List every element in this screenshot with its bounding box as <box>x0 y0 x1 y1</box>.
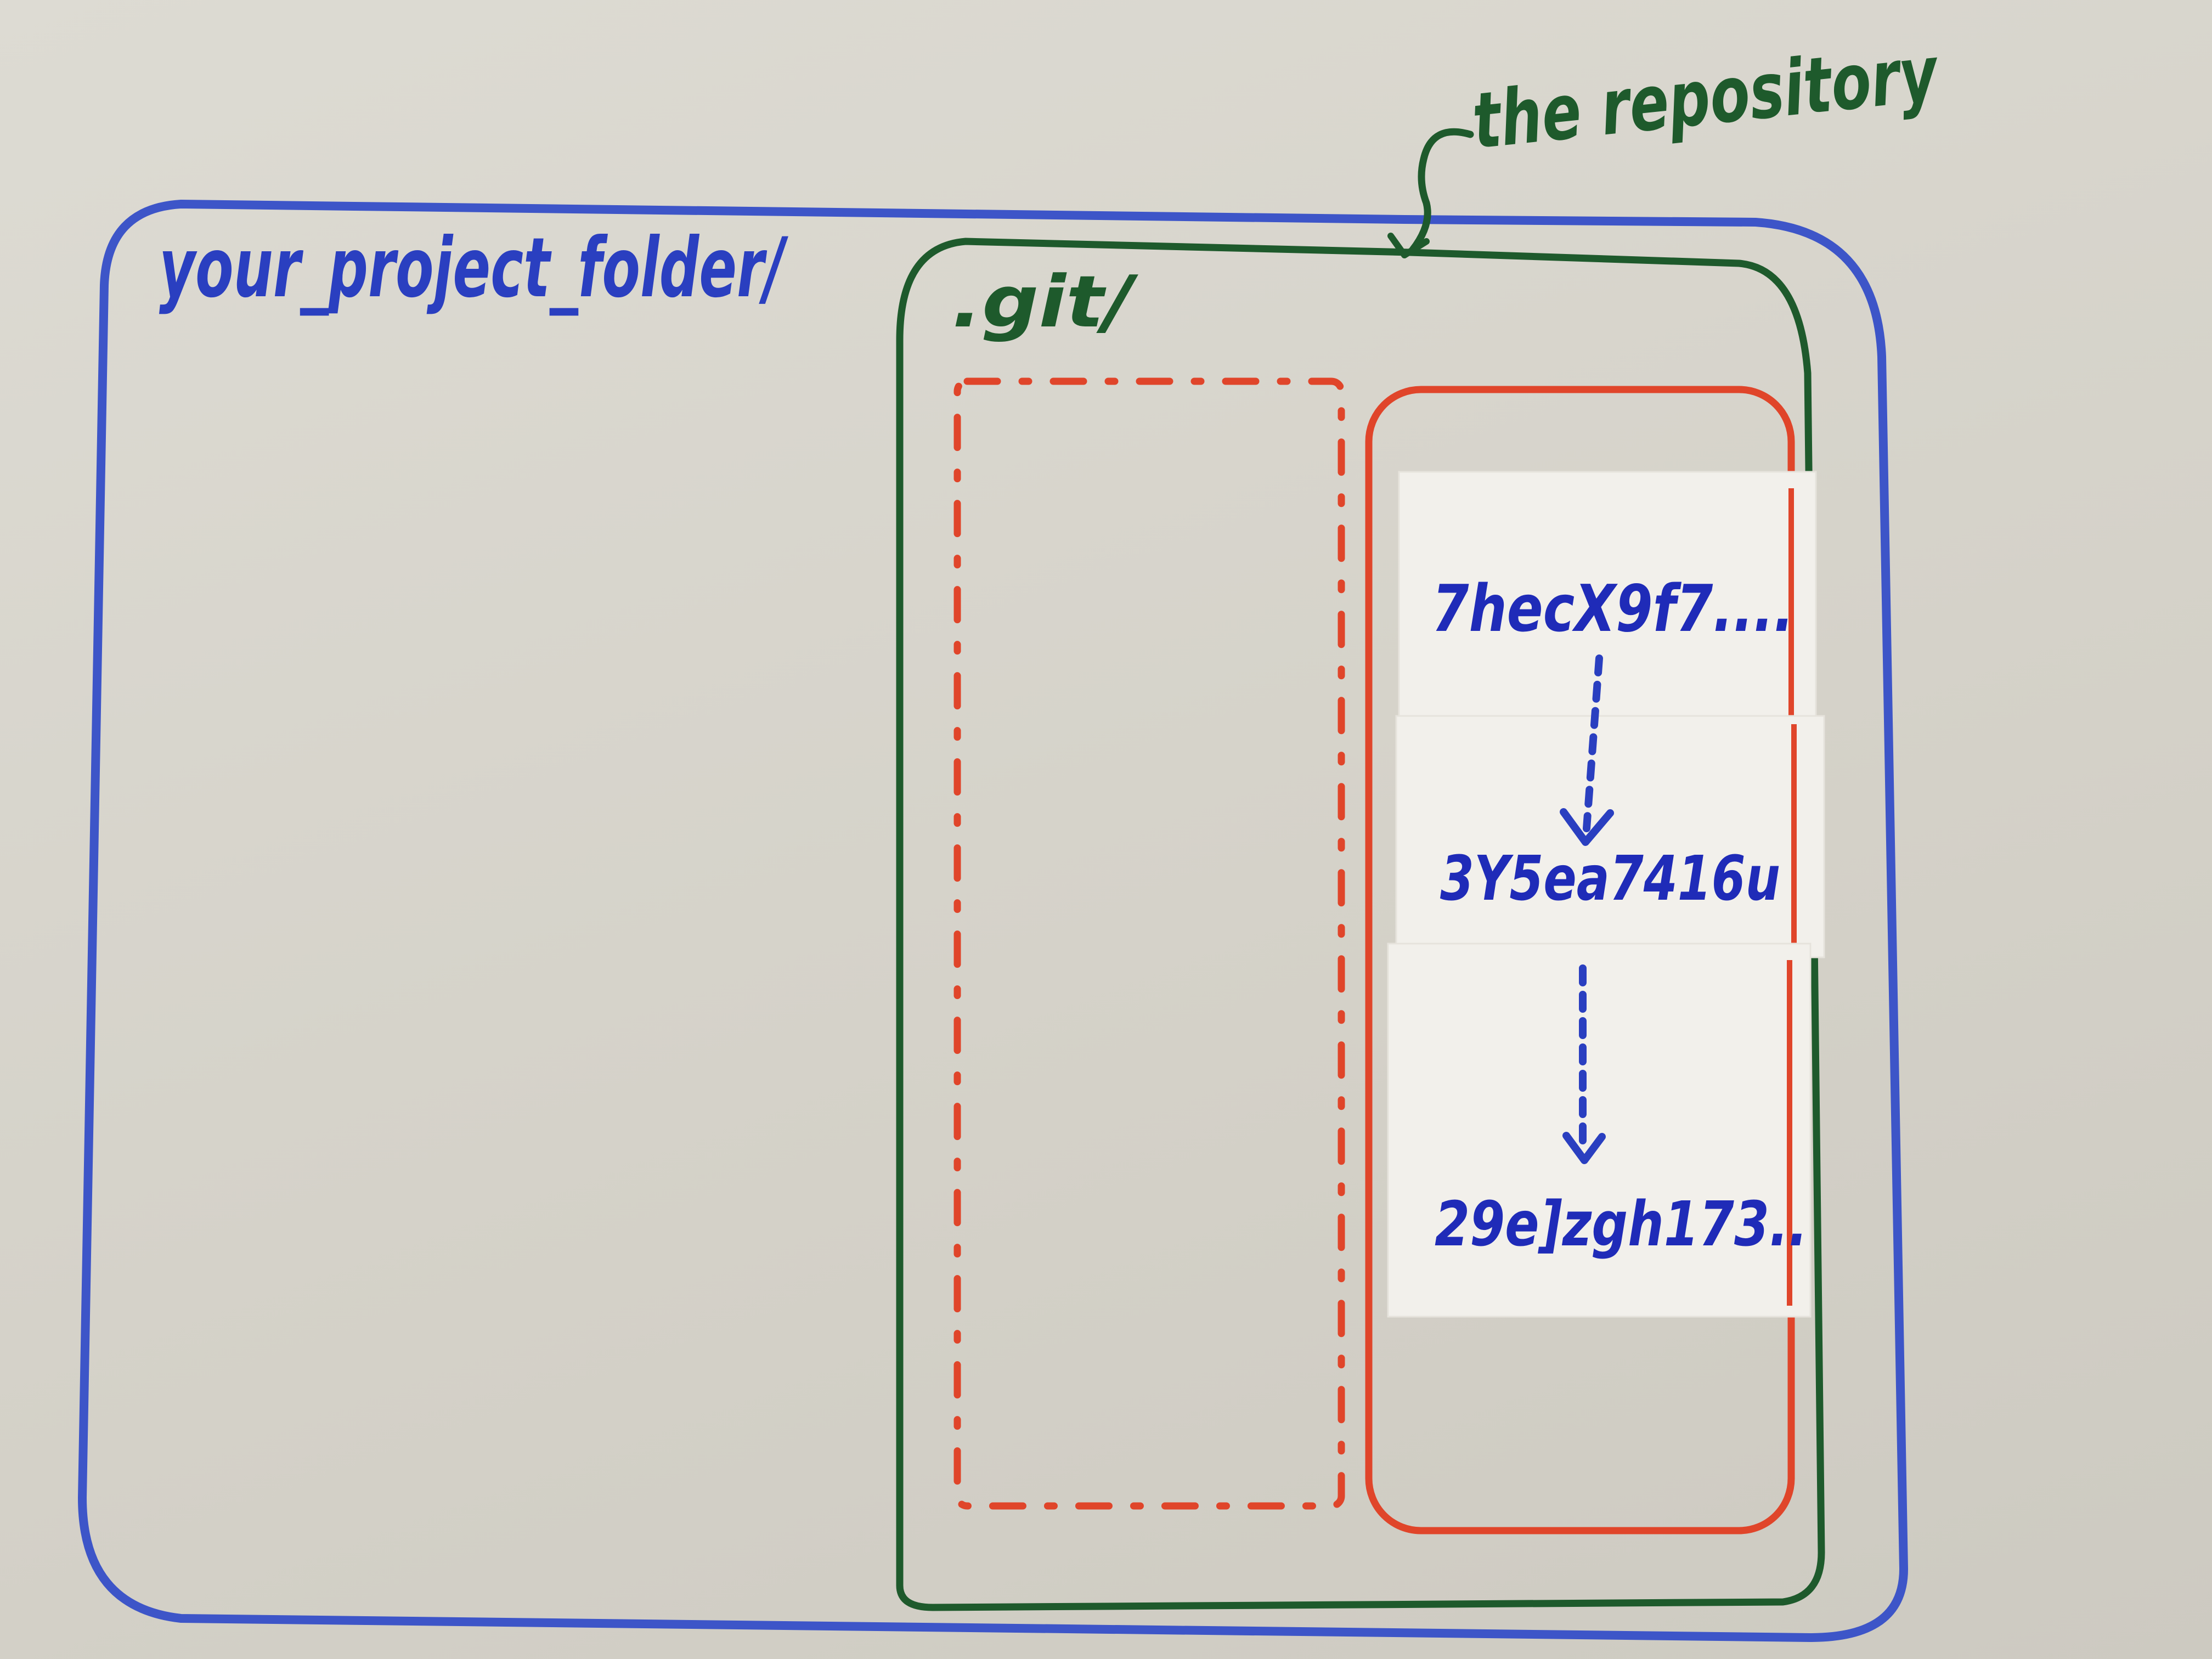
commit-note-paper <box>1387 943 1812 1318</box>
commit-hash-1: 7hecX9f7.... <box>1432 571 1794 646</box>
project-folder-box <box>78 200 1908 1642</box>
commit-hash-3: 29e]zgh173.. <box>1435 1189 1808 1260</box>
commit-hash-2: 3Y5ea7416u <box>1440 843 1780 915</box>
git-folder-box <box>896 238 1825 1611</box>
repository-pointer <box>1409 128 1474 253</box>
commit-note-2 <box>1395 715 1825 958</box>
arrow-shaft <box>1583 654 1603 832</box>
staging-area-box <box>953 377 1345 1510</box>
commit-note-3 <box>1387 943 1812 1318</box>
commit-arrow-2 <box>1562 964 1606 1164</box>
commit-arrow-1 <box>1560 654 1614 846</box>
project-folder-label: your_project_folder/ <box>159 221 789 316</box>
commit-note-paper <box>1395 715 1825 958</box>
git-folder-label: .git/ <box>952 260 1139 343</box>
commit-note-paper <box>1398 471 1817 731</box>
repository-pointer-head <box>1387 233 1430 258</box>
commit-note-1 <box>1398 471 1817 731</box>
repository-label: the repository <box>1469 29 1944 166</box>
arrow-head <box>1560 808 1614 846</box>
arrow-head <box>1562 1132 1606 1164</box>
